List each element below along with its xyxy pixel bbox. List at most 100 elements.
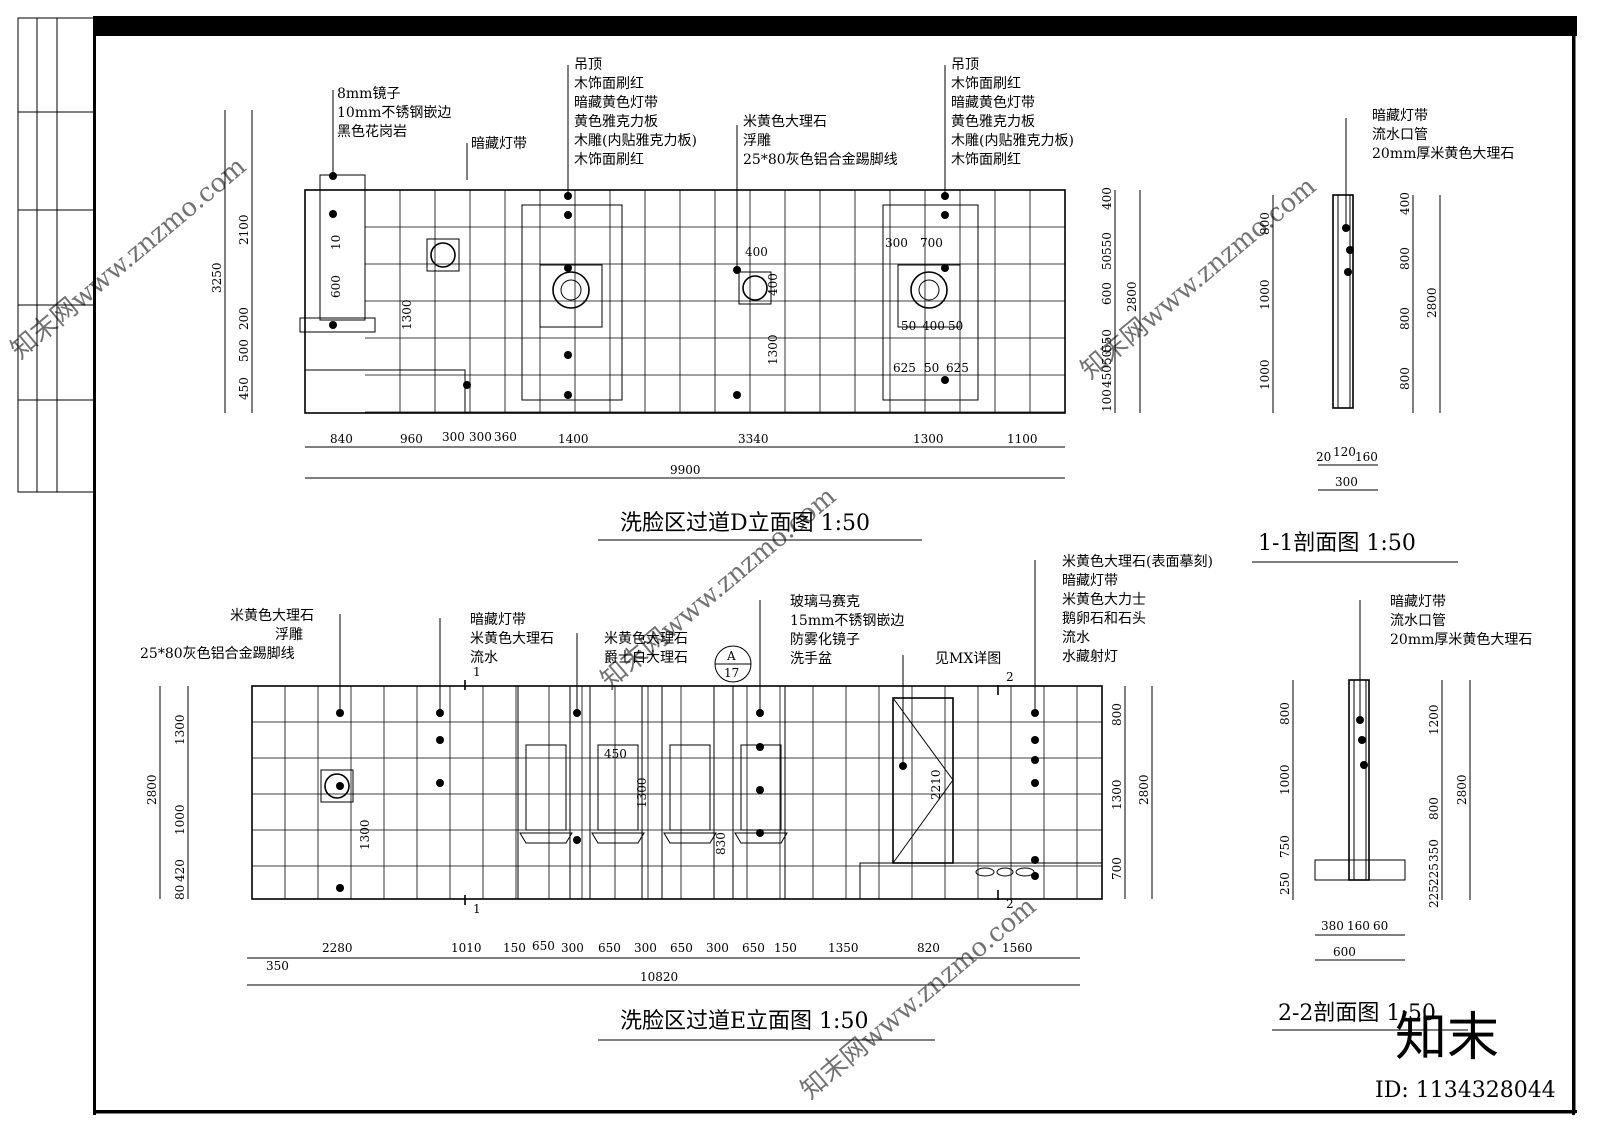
callout-text: 25*80灰色铝合金踢脚线	[140, 645, 295, 662]
dim-text: 50	[901, 319, 916, 333]
dim-text: 160	[1347, 919, 1370, 933]
callouts-mid1: 吊顶 木饰面刷红 暗藏黄色灯带 黄色雅克力板 木雕(内贴雅克力板) 木饰面刷红	[574, 57, 697, 168]
callout-text: 鹅卵石和石头	[1062, 610, 1146, 627]
callout-text: 洗手盆	[790, 651, 832, 667]
dim-text: 120	[1333, 445, 1356, 459]
dim-text: 1000	[173, 804, 187, 835]
section-mark: 2	[1006, 897, 1014, 911]
dim-text: 400	[766, 273, 780, 296]
dim-text: 1300	[635, 777, 649, 808]
dim-text: 650	[598, 941, 621, 955]
logo-text: 知末	[1395, 1008, 1499, 1068]
dim-text: 650	[670, 941, 693, 955]
dim-text: 600	[329, 275, 343, 298]
dim-text: 60	[1373, 919, 1388, 933]
dim-text: 3340	[738, 432, 769, 446]
dim-text: 2210	[929, 769, 943, 800]
callout-text: 吊顶	[951, 57, 979, 73]
callout-text: 浮雕	[743, 133, 771, 149]
id-text: ID: 1134328044	[1375, 1078, 1556, 1103]
dim-text: 300	[1335, 475, 1358, 489]
dim-text: 1400	[558, 432, 589, 446]
elevation-e-wall	[251, 685, 1103, 900]
medallion-icon	[426, 238, 948, 309]
dim-chain-left: 450 500 200 2100 3250	[210, 110, 253, 413]
elevation-d: 8mm镜子 10mm不锈钢嵌边 黑色花岗岩 暗藏灯带 吊顶 木饰面刷红 暗藏黄色…	[210, 57, 1141, 541]
elevation-d-title: 洗脸区过道D立面图 1:50	[598, 511, 922, 541]
dim-text: 820	[917, 941, 940, 955]
callouts-left: 米黄色大理石 浮雕 25*80灰色铝合金踢脚线	[140, 607, 314, 662]
dim-text: 400	[745, 245, 768, 259]
dim-chain-bottom: 2280 1010 150 650 300 650 300 650 300 65…	[247, 939, 1080, 986]
dim-text: 300	[561, 941, 584, 955]
dim-text: 700	[1110, 857, 1124, 880]
dim-text: 50	[924, 361, 939, 375]
dim-text: 840	[330, 432, 353, 446]
dim-text: 300	[706, 941, 729, 955]
dim-text: 1300	[173, 714, 187, 745]
callout-leaders	[339, 560, 1036, 766]
dim-text: 800	[1398, 367, 1412, 390]
dim-chain-left: 80 420 1000 1300 2800	[145, 686, 189, 900]
dim-text: 300	[442, 430, 465, 444]
dim-text: 9900	[670, 463, 701, 477]
dim-chain-right: 700 1300 800 2800	[1110, 686, 1153, 899]
dim-text: 2800	[1455, 774, 1469, 805]
callout-text: 暗藏黄色灯带	[951, 94, 1035, 111]
dim-text: 960	[400, 432, 423, 446]
dim-text: 300	[469, 430, 492, 444]
watermark-text: 知末网www.znzmo.com	[5, 151, 252, 365]
callout-text: 米黄色大理石	[230, 607, 314, 624]
dim-text: 80	[173, 885, 187, 900]
dim-text: 225	[1427, 885, 1441, 908]
dim-text: 1000	[1278, 764, 1292, 795]
callout-text: 木雕(内贴雅克力板)	[574, 133, 697, 149]
callouts-b: 米黄色大理石 爵士白大理石	[604, 630, 688, 666]
callout-text: 暗藏灯带	[470, 612, 526, 628]
callout-text: 吊顶	[574, 57, 602, 73]
section-mark: 2	[1006, 670, 1014, 684]
callout-text: 流水	[1062, 630, 1090, 646]
dim-text: 1200	[1427, 704, 1441, 735]
dim-text: 2280	[322, 941, 353, 955]
dim-text: 450	[604, 747, 627, 761]
dim-text: 1300	[400, 299, 414, 330]
dim-text: 1560	[1002, 941, 1033, 955]
callout-text: 暗藏灯带	[1390, 594, 1446, 610]
dim-text: 380	[1321, 919, 1344, 933]
dim-text: 650	[742, 941, 765, 955]
callout-text: 米黄色大理石	[604, 630, 688, 647]
callout-text: 8mm镜子	[337, 86, 400, 102]
callout-leaders	[332, 65, 946, 270]
callout-text: 木饰面刷红	[574, 152, 644, 168]
callout-dots	[329, 172, 949, 399]
drawing-title: 洗脸区过道D立面图 1:50	[620, 511, 870, 536]
callout-text: 爵士白大理石	[604, 650, 688, 666]
dim-text: 300	[634, 941, 657, 955]
callout-text: 暗藏灯带	[1062, 573, 1118, 589]
dim-text: 350	[1427, 839, 1441, 862]
callouts-right: 吊顶 木饰面刷红 暗藏黄色灯带 黄色雅克力板 木雕(内贴雅克力板) 木饰面刷红	[951, 57, 1074, 168]
callout-text: 暗藏黄色灯带	[574, 94, 658, 111]
dim-text: 1000	[1258, 279, 1272, 310]
detail-ref-bottom: 17	[724, 666, 739, 680]
section-mark: 1	[473, 665, 481, 679]
callout-text: 米黄色大理石(表面摹刻)	[1062, 553, 1213, 570]
sheet-frame	[17, 16, 1577, 1115]
dim-text: 650	[532, 939, 555, 953]
callout-text: 15mm不锈钢嵌边	[790, 613, 904, 629]
elevation-e-title: 洗脸区过道E立面图 1:50	[598, 1009, 935, 1041]
dim-text: 2800	[1425, 287, 1439, 318]
dim-text: 625	[946, 361, 969, 375]
title-block-strip	[17, 17, 95, 493]
dim-text: 225	[1427, 863, 1441, 886]
dim-text: 400	[922, 319, 945, 333]
callout-text: 黑色花岗岩	[337, 123, 407, 140]
brand-logo: 知末 ID: 1134328044	[1375, 1008, 1556, 1103]
dim-text: 550	[1100, 232, 1114, 255]
dim-text: 2800	[145, 774, 159, 805]
dim-text: 300	[885, 236, 908, 250]
dim-text: 420	[173, 859, 187, 882]
dim-text: 160	[1355, 450, 1378, 464]
